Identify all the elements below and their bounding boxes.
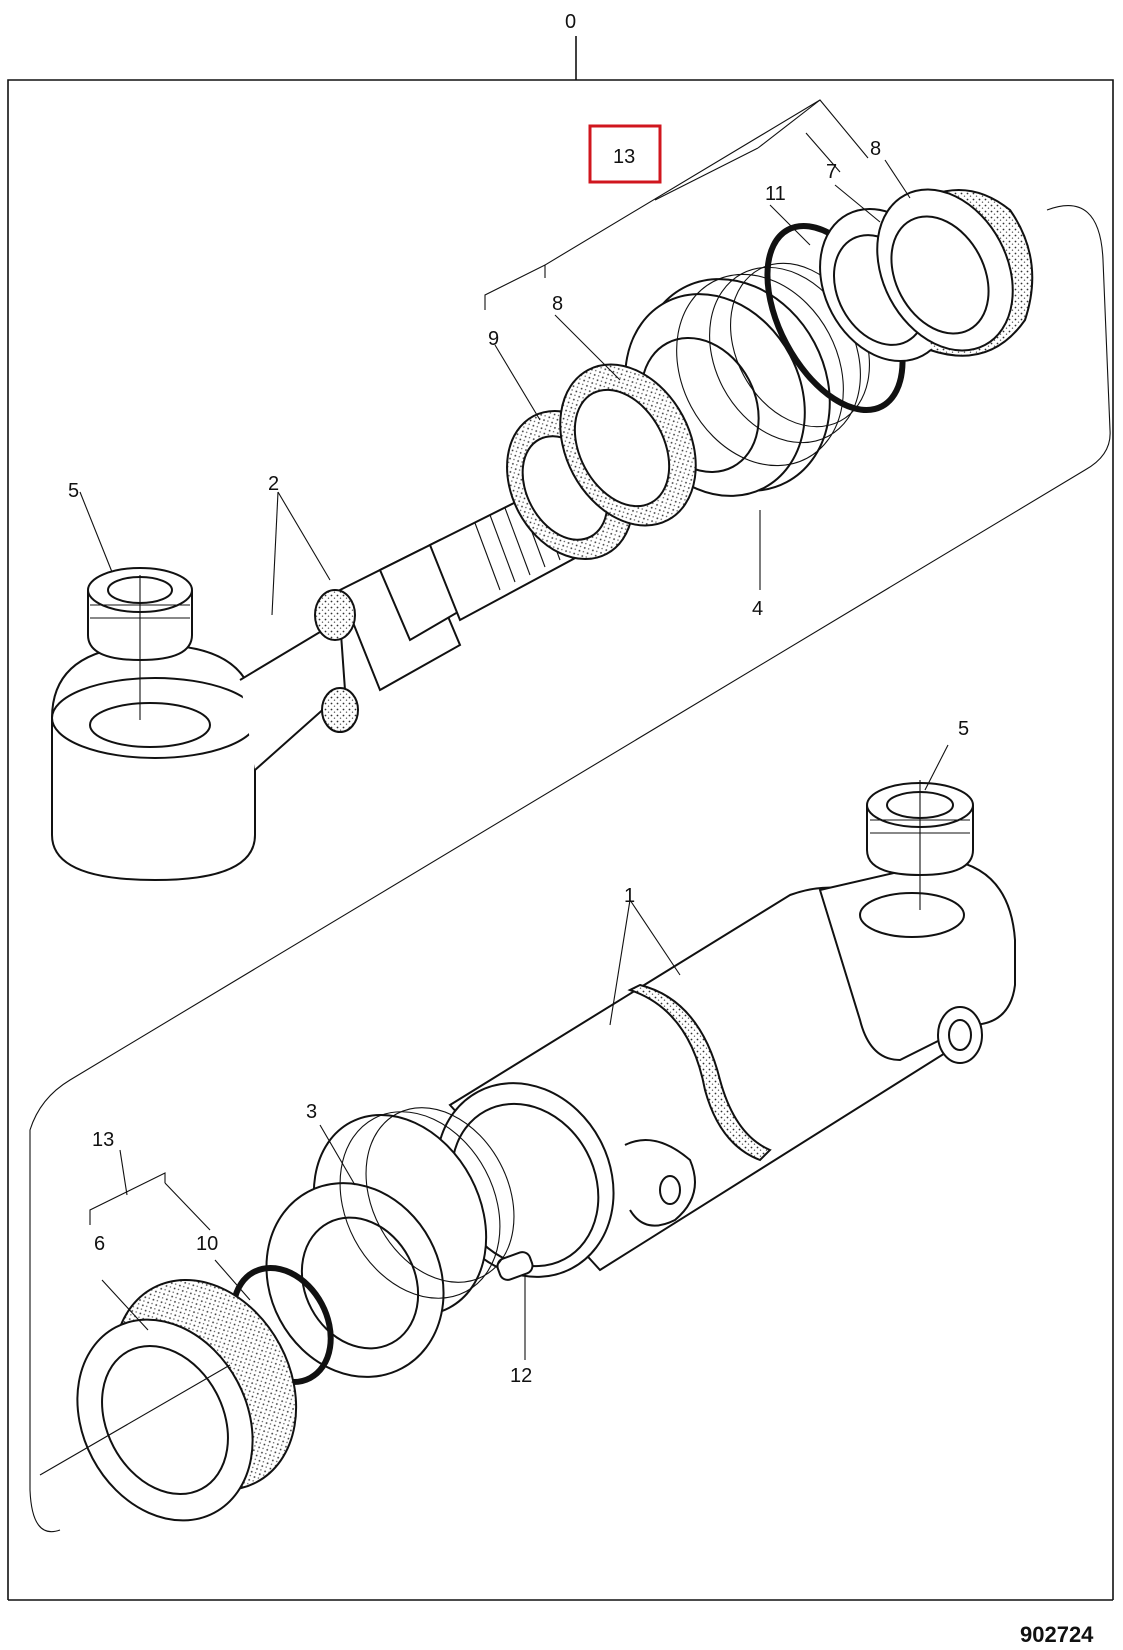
seal-8-top	[876, 188, 1034, 357]
label-o-ring-10: 10	[196, 1233, 218, 1255]
label-end-cap: 3	[306, 1101, 317, 1123]
callout-labels: 0 13 8 7 11 8 9 5 2 4 5 1 3 13 10 6 12	[68, 11, 969, 1387]
bush-barrel-eye	[866, 780, 974, 910]
drawing-frame	[7, 36, 1114, 1601]
cylinder-barrel	[435, 858, 1016, 1281]
leader-lines	[79, 99, 949, 1360]
label-bush-barrel-eye: 5	[958, 718, 969, 740]
bush-rod-eye	[87, 567, 193, 720]
label-wiper-9: 9	[488, 328, 499, 350]
figure-number: 902724	[1020, 1622, 1094, 1647]
rod-assembly-boundary	[29, 205, 1111, 1533]
highlight-box	[588, 124, 662, 184]
label-gland-seal-6: 6	[94, 1233, 105, 1255]
end-cap	[265, 1107, 515, 1378]
label-bush-rod-eye: 5	[68, 480, 79, 502]
rod-eye	[51, 618, 347, 882]
label-assembly: 0	[565, 11, 576, 33]
label-piston: 4	[752, 598, 763, 620]
label-grease-nipple: 12	[510, 1365, 532, 1387]
label-seal-kit-lower: 13	[92, 1129, 114, 1151]
label-seal-8-mid: 8	[552, 293, 563, 315]
label-seal-kit-highlighted: 13	[613, 146, 635, 168]
label-seal-8-top: 8	[870, 138, 881, 160]
label-rod: 2	[268, 473, 279, 495]
label-barrel: 1	[624, 885, 635, 907]
label-o-ring-11: 11	[765, 183, 786, 205]
gland-seal-6	[39, 1278, 298, 1522]
label-seal-7: 7	[826, 161, 837, 183]
seal-8-mid	[559, 363, 697, 527]
